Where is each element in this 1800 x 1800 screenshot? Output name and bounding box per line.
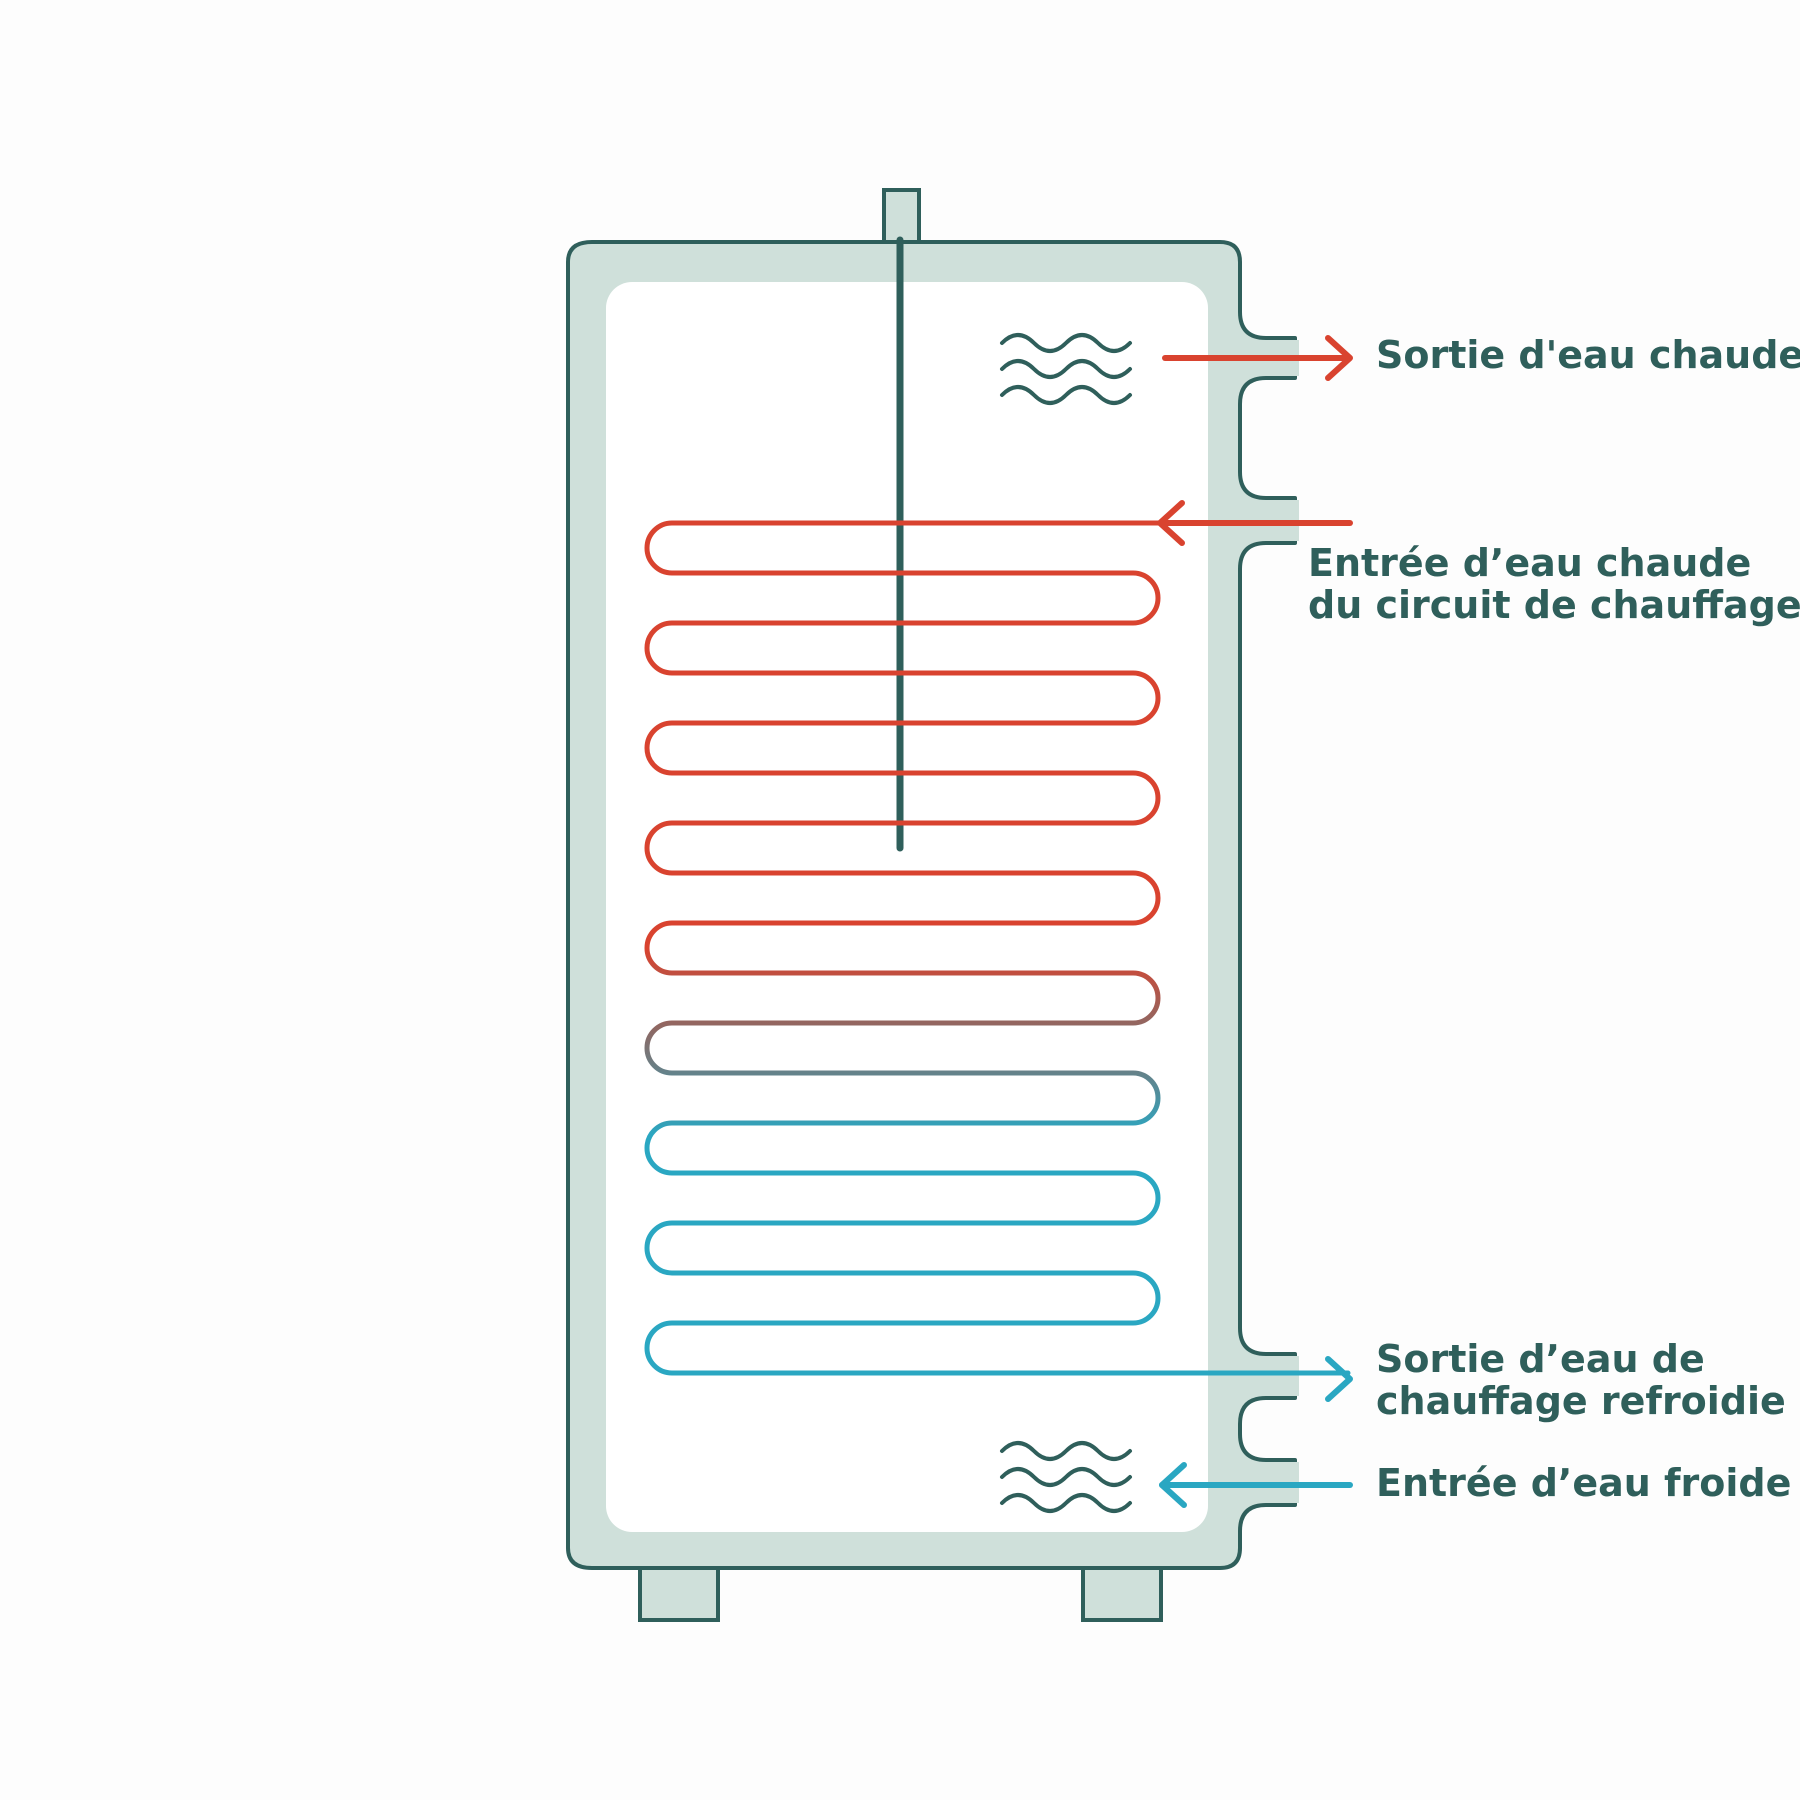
label-text: Entrée d’eau froide xyxy=(1376,1461,1792,1505)
arrow-right-icon xyxy=(1162,335,1353,381)
wave-line xyxy=(1000,1467,1132,1487)
left-foot xyxy=(638,1566,720,1622)
right-foot xyxy=(1081,1566,1163,1622)
wave-line xyxy=(1000,1493,1132,1513)
wave-line xyxy=(1000,333,1132,353)
label-text-line2: chauffage refroidie xyxy=(1376,1379,1786,1423)
arrow-head xyxy=(1325,335,1353,381)
label-heating-inlet: Entrée d’eau chaude du circuit de chauff… xyxy=(1308,542,1800,626)
arrow-head xyxy=(1325,1356,1353,1402)
cold-water-waves-icon xyxy=(1000,1441,1132,1513)
arrow-right-icon xyxy=(1325,1356,1353,1402)
wave-line xyxy=(1000,385,1132,405)
label-text-line2: du circuit de chauffage xyxy=(1308,583,1800,627)
label-text-line1: Sortie d’eau de xyxy=(1376,1337,1705,1381)
heat-exchanger-coil xyxy=(644,520,1351,1376)
arrow-head xyxy=(1159,1462,1187,1508)
hot-water-waves-icon xyxy=(1000,333,1132,405)
label-text: Sortie d'eau chaude xyxy=(1376,333,1800,377)
label-heating-outlet: Sortie d’eau de chauffage refroidie xyxy=(1376,1338,1786,1422)
arrow-left-icon xyxy=(1159,1462,1353,1508)
label-cold-water-inlet: Entrée d’eau froide xyxy=(1376,1462,1791,1504)
wave-line xyxy=(1000,359,1132,379)
label-text-line1: Entrée d’eau chaude xyxy=(1308,541,1752,585)
top-connector xyxy=(882,188,921,244)
label-hot-water-outlet: Sortie d'eau chaude xyxy=(1376,334,1800,376)
tank-interior xyxy=(606,282,1208,1532)
notch-mask-3 xyxy=(1293,1356,1299,1396)
arrow-head xyxy=(1157,500,1185,546)
arrow-left-icon xyxy=(1157,500,1353,546)
wave-line xyxy=(1000,1441,1132,1461)
